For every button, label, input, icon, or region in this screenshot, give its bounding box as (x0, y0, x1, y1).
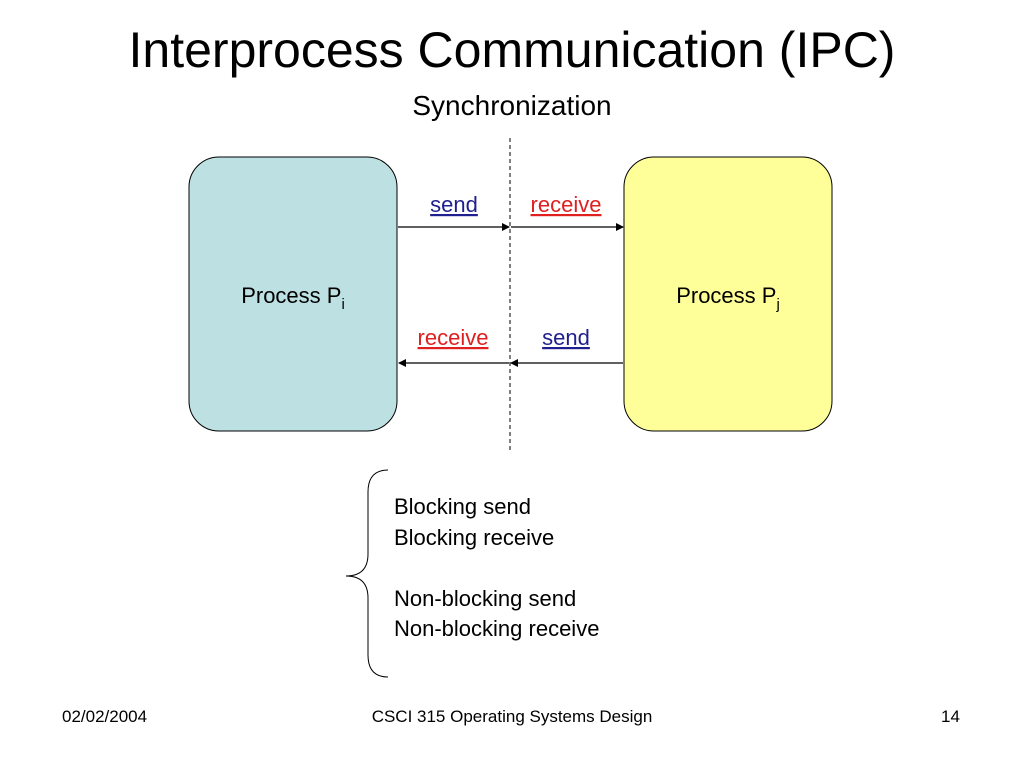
process-box-left (188, 156, 398, 432)
top-send-label: send (430, 192, 478, 217)
process-box-right (623, 156, 833, 432)
bottom-send-label: send (542, 325, 590, 350)
slide-subtitle: Synchronization (412, 90, 612, 121)
option-blocking-receive: Blocking receive (394, 524, 555, 550)
process-right-label: Process Pj (676, 283, 780, 313)
process-left-subscript: i (341, 296, 344, 313)
top-receive-label: receive (531, 192, 602, 217)
option-spacer (394, 553, 599, 584)
footer-date: 02/02/2004 (62, 707, 148, 726)
footer-page-number: 14 (941, 707, 960, 726)
option-nonblocking-send: Non-blocking send (394, 585, 577, 611)
process-left-label: Process Pi (241, 283, 345, 313)
option-blocking-send: Blocking send (394, 494, 531, 519)
process-right-subscript: j (775, 296, 779, 313)
option-nonblocking-receive: Non-blocking receive (394, 616, 600, 641)
bottom-receive-label: receive (418, 325, 489, 350)
curly-brace (345, 469, 389, 678)
footer-course: CSCI 315 Operating Systems Design (371, 707, 653, 726)
slide-title: Interprocess Communication (IPC) (128, 22, 896, 78)
sync-options-list: Blocking send Blocking receive Non-block… (394, 492, 599, 645)
